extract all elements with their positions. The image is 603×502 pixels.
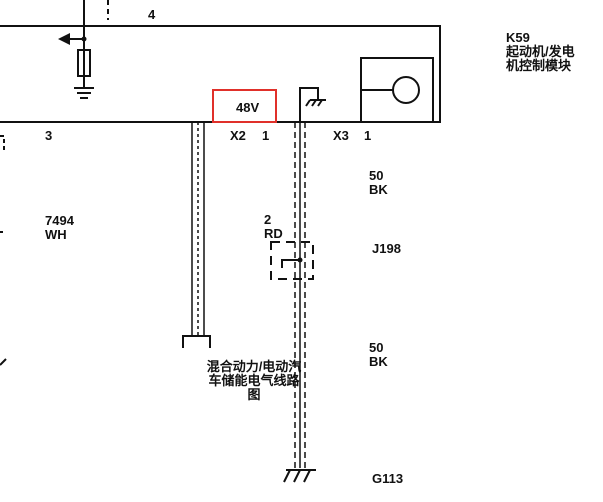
rd-wire-color: RD bbox=[264, 226, 283, 241]
module-name-line1: 起动机/发电 bbox=[506, 44, 575, 59]
module-name-line2: 机控制模块 bbox=[506, 58, 572, 73]
voltage-label: 48V bbox=[236, 100, 260, 115]
lower-wire-circuit: 50 bbox=[369, 340, 384, 355]
left-wire-circuit: 7494 bbox=[45, 213, 74, 228]
pin-3-label: 3 bbox=[45, 128, 53, 143]
pin-4-label: 4 bbox=[148, 7, 156, 22]
left-wire-color: WH bbox=[45, 227, 67, 242]
x3-pin-label: 1 bbox=[364, 128, 372, 143]
reference-line2: 车储能电气线路 bbox=[208, 373, 300, 388]
rd-wire-circuit: 2 bbox=[264, 212, 272, 227]
splice-dot bbox=[297, 257, 303, 263]
voltage-highlight-box bbox=[212, 89, 277, 123]
reference-connector-bracket bbox=[182, 335, 211, 348]
module-code: K59 bbox=[506, 30, 530, 45]
junction-dot bbox=[81, 36, 87, 42]
splice-label: J198 bbox=[372, 241, 401, 256]
upper-wire-circuit: 50 bbox=[369, 168, 384, 183]
resistor-symbol bbox=[77, 49, 91, 77]
x3-connector-label: X3 bbox=[333, 128, 349, 143]
lower-wire-color: BK bbox=[369, 354, 388, 369]
reference-line1: 混合动力/电动汽 bbox=[206, 359, 302, 374]
arrow-head-icon bbox=[58, 33, 70, 45]
ground-label: G113 bbox=[372, 471, 404, 486]
reference-line3: 图 bbox=[247, 387, 261, 402]
splice-j198-box bbox=[270, 241, 314, 280]
generator-symbol bbox=[392, 76, 420, 104]
x2-pin-label: 1 bbox=[262, 128, 270, 143]
upper-wire-color: BK bbox=[369, 182, 388, 197]
x2-connector-label: X2 bbox=[230, 128, 246, 143]
